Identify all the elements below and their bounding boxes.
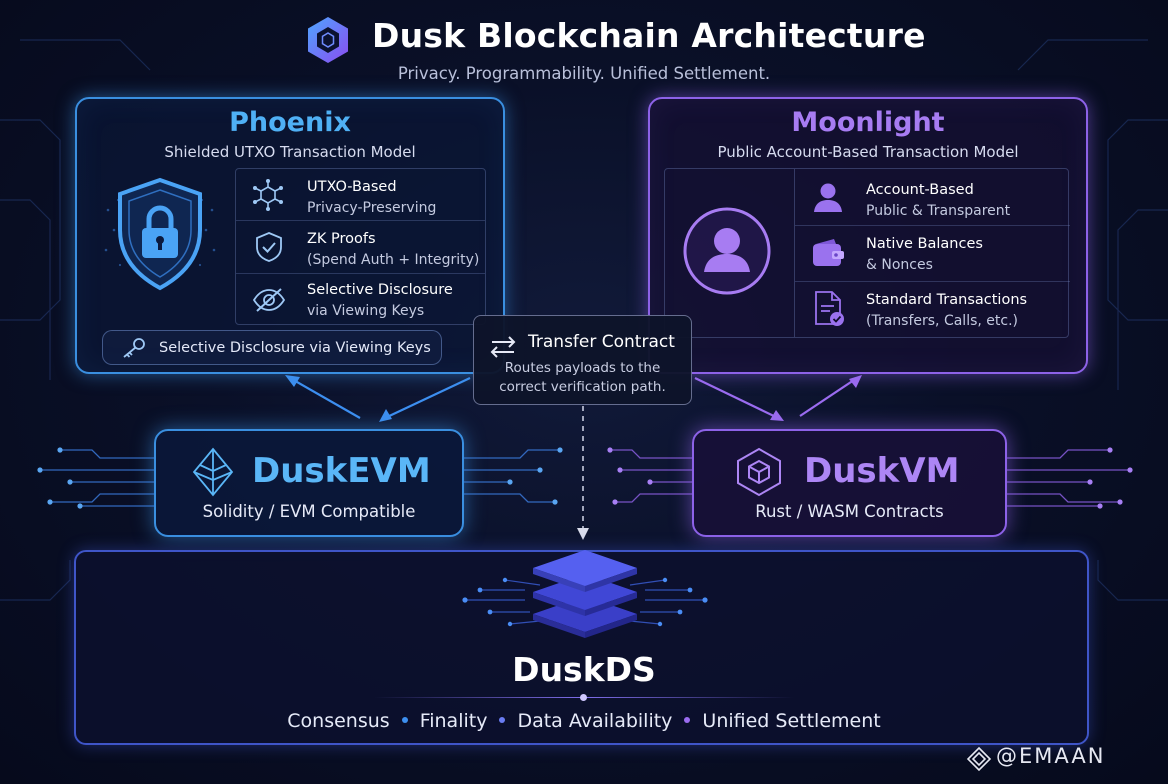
feature-title: Selective Disclosure <box>307 282 453 298</box>
watermark: @EMAAN <box>996 744 1106 768</box>
capability-unified-settlement: Unified Settlement <box>702 710 881 732</box>
divider <box>794 169 795 337</box>
duskds-name: DuskDS <box>512 650 656 689</box>
bullet-dot <box>401 716 408 723</box>
user-icon <box>814 183 842 212</box>
document-check-icon <box>815 291 844 326</box>
shield-check-icon <box>256 232 282 262</box>
feature-subtitle: (Spend Auth + Integrity) <box>307 252 480 268</box>
bullet-dot <box>499 716 506 723</box>
feature-title: Native Balances <box>866 236 983 252</box>
feature-subtitle: (Transfers, Calls, etc.) <box>866 313 1018 329</box>
moonlight-feature-account: Account-Based Public & Transparent <box>795 169 1070 226</box>
moonlight-feature-transactions: Standard Transactions (Transfers, Calls,… <box>795 282 1070 339</box>
hexagon-cube-icon <box>737 447 781 497</box>
transfer-desc-line1: Routes payloads to the <box>504 360 661 376</box>
nodes-cube-icon <box>253 179 283 211</box>
pill-label: Selective Disclosure via Viewing Keys <box>159 340 431 356</box>
capability-finality: Finality <box>419 710 488 732</box>
capability-data-availability: Data Availability <box>517 710 673 732</box>
phoenix-feature-disclosure: Selective Disclosure via Viewing Keys <box>236 274 485 326</box>
duskds-capabilities: Consensus Finality Data Availability Unifie… <box>0 710 1168 732</box>
feature-subtitle: Public & Transparent <box>866 203 1011 219</box>
duskds-divider-dot <box>580 694 587 701</box>
bullet-dot <box>684 716 691 723</box>
feature-title: UTXO-Based <box>307 179 397 195</box>
feature-title: Standard Transactions <box>866 292 1028 308</box>
wallet-icon <box>813 239 844 266</box>
transfer-desc-line2: correct verification path. <box>499 379 666 395</box>
feature-subtitle: via Viewing Keys <box>307 303 425 319</box>
feature-title: ZK Proofs <box>307 231 376 247</box>
dusk-logo-icon <box>308 17 348 63</box>
moonlight-title: Moonlight <box>791 107 945 138</box>
duskvm-name: DuskVM <box>804 451 960 491</box>
duskvm-box: DuskVM Rust / WASM Contracts <box>692 429 1007 537</box>
capability-consensus: Consensus <box>287 710 390 732</box>
feature-subtitle: Privacy-Preserving <box>307 200 437 216</box>
page-title: Dusk Blockchain Architecture <box>372 16 926 55</box>
transfer-title: Transfer Contract <box>528 332 675 352</box>
phoenix-feature-zk: ZK Proofs (Spend Auth + Integrity) <box>236 221 485 274</box>
duskevm-subtitle: Solidity / EVM Compatible <box>202 502 416 521</box>
duskevm-name: DuskEVM <box>252 451 431 491</box>
phoenix-feature-utxo: UTXO-Based Privacy-Preserving <box>236 169 485 221</box>
duskevm-box: DuskEVM Solidity / EVM Compatible <box>154 429 464 537</box>
moonlight-feature-list: Account-Based Public & Transparent Nativ… <box>664 168 1070 339</box>
feature-subtitle: & Nonces <box>866 257 933 273</box>
duskvm-subtitle: Rust / WASM Contracts <box>755 502 944 521</box>
feature-title: Account-Based <box>866 182 974 198</box>
transfer-contract-box: Transfer Contract Routes payloads to the… <box>473 315 692 405</box>
layer-stack-icon <box>462 550 708 638</box>
moonlight-feature-balances: Native Balances & Nonces <box>795 226 1070 282</box>
user-circle-icon <box>683 207 771 295</box>
phoenix-title: Phoenix <box>229 107 351 138</box>
phoenix-subtitle: Shielded UTXO Transaction Model <box>164 143 416 161</box>
viewing-keys-pill: Selective Disclosure via Viewing Keys <box>102 330 442 365</box>
shield-lock-icon <box>104 177 216 291</box>
page-subtitle: Privacy. Programmability. Unified Settle… <box>397 64 771 83</box>
moonlight-subtitle: Public Account-Based Transaction Model <box>717 143 1019 161</box>
watermark-logo-icon <box>966 746 992 772</box>
phoenix-feature-list: UTXO-Based Privacy-Preserving ZK Proofs … <box>235 168 486 325</box>
ethereum-icon <box>192 447 234 497</box>
eye-slash-icon <box>252 288 286 312</box>
key-icon <box>123 338 145 358</box>
swap-arrows-icon <box>490 336 516 358</box>
